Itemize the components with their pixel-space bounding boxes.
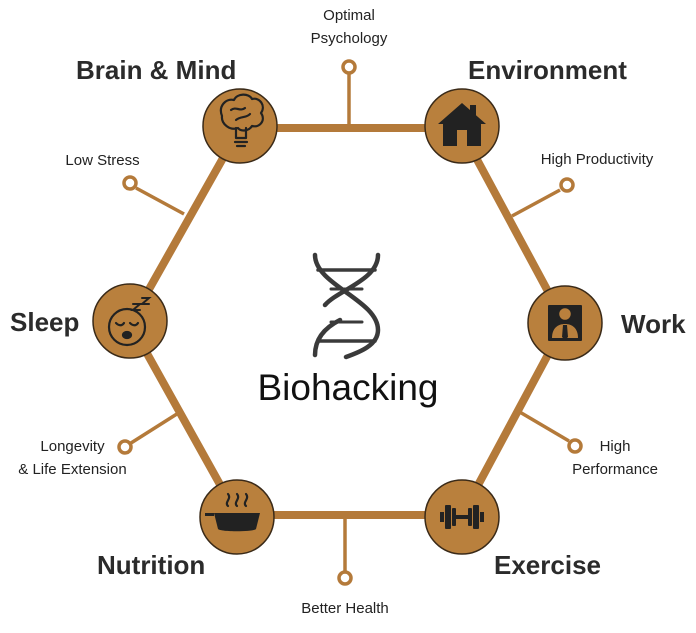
node-label-work: Work [621, 309, 686, 339]
benefit-line: High Productivity [540, 151, 654, 168]
benefit-line: Optimal [323, 7, 375, 24]
node-label-brain-mind: Brain & Mind [76, 55, 237, 85]
businessman-icon [548, 305, 582, 341]
hot-dish-icon [205, 492, 260, 532]
benefit-high-performance: High Performance [560, 435, 670, 481]
house-icon [438, 103, 486, 146]
node-label-nutrition: Nutrition [97, 550, 206, 580]
node-label-exercise: Exercise [494, 550, 601, 580]
benefit-line: High [599, 438, 631, 455]
benefit-line: & Life Extension [18, 461, 127, 478]
node-circle-brain [202, 88, 278, 164]
center-title: Biohacking [257, 367, 439, 408]
sleeping-face-icon [107, 297, 152, 347]
brain-lightbulb-icon [219, 93, 264, 148]
benefit-better-health: Better Health [285, 597, 405, 620]
benefit-line: Better Health [301, 600, 389, 617]
benefit-low-stress: Low Stress [55, 149, 150, 172]
node-circle-sleep [92, 283, 168, 359]
benefit-line: Longevity [40, 438, 105, 455]
benefit-longevity: Longevity & Life Extension [5, 435, 140, 481]
benefit-connectors [117, 59, 583, 586]
dna-icon [312, 252, 381, 360]
node-label-environment: Environment [468, 55, 627, 85]
benefit-line: Low Stress [65, 152, 140, 169]
benefit-line: Performance [572, 461, 658, 478]
dumbbell-icon [440, 505, 484, 529]
benefit-high-productivity: High Productivity [527, 148, 667, 171]
benefit-line: Psychology [310, 30, 388, 47]
benefit-optimal-psychology: Optimal Psychology [289, 4, 409, 50]
node-label-sleep: Sleep [10, 307, 80, 337]
